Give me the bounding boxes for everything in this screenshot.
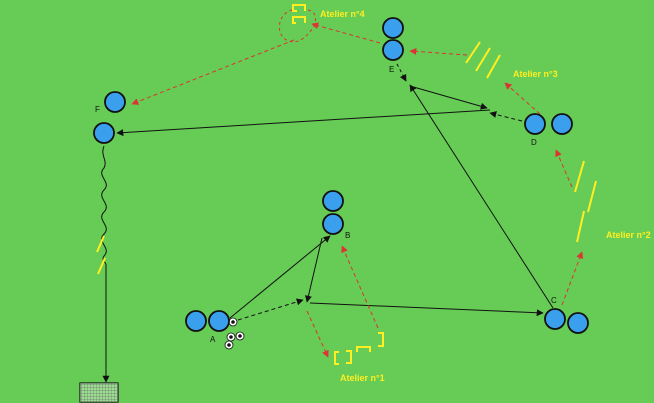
- run-C-to-workshop2: [561, 251, 584, 306]
- player-E-1: [382, 17, 404, 39]
- player-B-1: [322, 190, 344, 212]
- workshop4-markers: [292, 4, 306, 24]
- dribble-path: [101, 145, 107, 266]
- workshop-label-1: Atelier n°1: [340, 373, 385, 383]
- run-D-to-workshop3: [504, 82, 541, 115]
- player-label-D: D: [531, 138, 537, 147]
- player-E-2: [382, 39, 404, 61]
- run-A-forward: [237, 298, 304, 321]
- ball: [226, 332, 236, 342]
- run-E-to-workshop4: [311, 22, 381, 44]
- player-F-1: [104, 91, 126, 113]
- workshop-label-3: Atelier n°3: [513, 69, 558, 79]
- loop-workshop4: [278, 9, 316, 43]
- pass-A-to-B: [229, 235, 331, 319]
- player-label-A: A: [210, 335, 216, 344]
- run-E-back: [396, 63, 407, 82]
- player-A-2: [208, 310, 230, 332]
- player-D-1: [524, 113, 546, 135]
- dribble-markers: [96, 235, 106, 275]
- workshop-markers: [96, 4, 597, 365]
- pass-mid-to-C: [309, 302, 544, 317]
- passes: [102, 84, 554, 383]
- workshop3-markers: [465, 41, 501, 79]
- run-workshop4-to-F: [131, 39, 295, 105]
- player-A-1: [185, 310, 207, 332]
- player-label-C: C: [551, 296, 557, 305]
- pass-B-to-mid: [305, 237, 323, 303]
- player-label-B: B: [345, 231, 350, 240]
- workshop2-markers: [574, 160, 597, 243]
- player-B-2: [322, 213, 344, 235]
- runs: [131, 9, 584, 358]
- goal: [79, 382, 119, 403]
- ball: [228, 317, 238, 327]
- workshop-label-4: Atelier n°4: [320, 9, 365, 19]
- player-F-2: [93, 122, 115, 144]
- player-label-F: F: [95, 105, 100, 114]
- players: [93, 17, 589, 334]
- run-to-workshop1: [306, 310, 329, 358]
- dashed-passes: [237, 63, 523, 321]
- player-label-E: E: [389, 65, 394, 74]
- pass-C-to-E: [409, 84, 554, 309]
- workshop1-markers: [334, 332, 384, 365]
- run-workshop3-to-E: [409, 47, 468, 56]
- ball: [235, 331, 245, 341]
- run-workshop1-to-B: [341, 245, 379, 329]
- player-C-2: [567, 312, 589, 334]
- player-D-2: [551, 113, 573, 135]
- balls: [224, 317, 245, 350]
- workshop-label-2: Atelier n°2: [606, 230, 651, 240]
- player-C-1: [544, 308, 566, 330]
- run-D-back: [489, 111, 523, 122]
- pass-E-to-D: [409, 85, 488, 110]
- pass-D-to-F: [116, 109, 491, 137]
- run-workshop2-to-D: [555, 149, 573, 188]
- ball: [224, 340, 234, 350]
